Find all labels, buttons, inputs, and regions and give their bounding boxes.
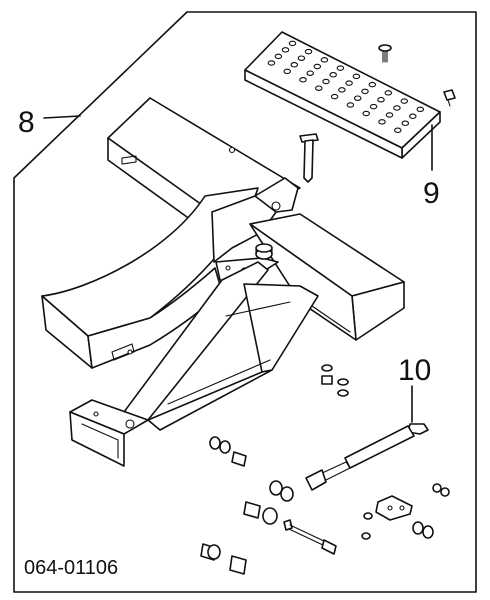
gas-strut — [305, 423, 429, 491]
drawing-number: 064-01106 — [24, 557, 118, 579]
plate-hole — [362, 110, 370, 117]
plate-hole — [416, 106, 425, 113]
plate-hole — [320, 57, 329, 63]
callout-9: 9 — [423, 177, 440, 210]
plate-hole — [297, 55, 306, 61]
plate-clip — [443, 89, 456, 107]
plate-hole — [329, 72, 337, 78]
plate-hole — [322, 78, 330, 85]
plate-hole — [299, 77, 307, 83]
bolt-set-a — [321, 364, 349, 397]
plate-hole — [393, 105, 401, 111]
plate-hole — [283, 68, 291, 75]
plate-hole — [267, 60, 276, 66]
stake-pin — [299, 133, 319, 183]
plate-hole — [274, 53, 283, 60]
long-bolt — [283, 519, 337, 555]
plate-hole — [378, 119, 386, 125]
plate-hole — [313, 63, 322, 70]
plate-hole — [330, 93, 339, 100]
plate-hole — [281, 47, 290, 53]
plate-hole — [306, 70, 314, 76]
plate-hole — [336, 65, 345, 71]
plate-bolt — [378, 44, 392, 63]
plate-hole — [400, 98, 409, 104]
plate-hole — [290, 62, 299, 68]
step-plate — [244, 31, 441, 159]
plate-hole — [401, 120, 410, 127]
plate-hole — [346, 102, 355, 108]
callout-8-leader — [43, 115, 81, 119]
plate-hole — [338, 87, 346, 93]
plate-hole — [353, 95, 362, 101]
plate-hole — [384, 90, 393, 96]
plate-hole — [369, 103, 378, 110]
plate-hole — [385, 112, 394, 118]
plate-hole — [377, 96, 385, 103]
plate-hole — [288, 40, 297, 47]
plate-hole — [409, 113, 417, 120]
plate-hole — [345, 80, 353, 86]
plate-hole — [352, 73, 361, 80]
plate-hole — [315, 85, 323, 91]
callout-10: 10 — [398, 354, 431, 387]
bolt-set-b — [361, 483, 450, 540]
plate-hole — [361, 88, 369, 95]
mount-bracket — [363, 495, 413, 521]
main-frame — [41, 97, 405, 467]
plate-hole — [304, 48, 313, 55]
plate-hole — [394, 127, 402, 134]
bushing-set — [200, 436, 294, 575]
plate-hole — [368, 81, 377, 88]
assembly-border — [13, 11, 477, 593]
callout-8: 8 — [18, 106, 35, 139]
